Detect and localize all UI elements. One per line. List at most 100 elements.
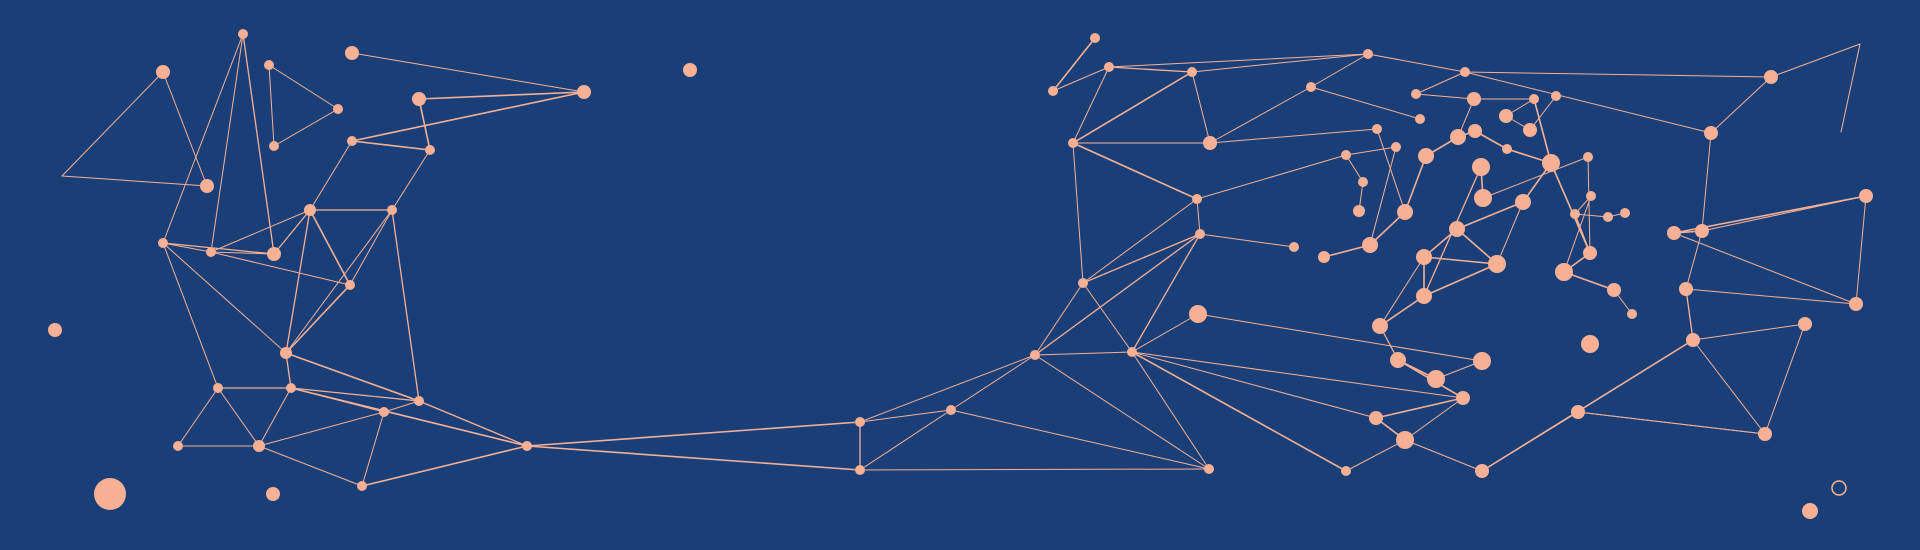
network-node [48,323,62,337]
network-node [304,204,316,216]
network-edge [351,52,585,93]
network-edge [1196,154,1347,200]
network-node [269,141,279,151]
ring-node [1831,480,1847,496]
network-edge [285,284,351,354]
network-edge [1345,154,1364,183]
network-node [1391,142,1401,152]
network-edge [290,387,420,402]
network-node [1456,391,1470,405]
network-edge [1082,198,1198,284]
network-node [1583,152,1593,162]
network-node [1306,82,1316,92]
network-node [1607,283,1621,297]
network-node [1449,221,1465,237]
network-edge [1423,263,1498,297]
network-node [1499,109,1513,123]
network-edge [210,33,244,253]
network-node [1318,251,1330,263]
network-edge [859,468,1210,471]
network-edge [1692,323,1806,341]
network-edge [1369,211,1406,246]
network-node [1802,503,1818,519]
network-node [333,104,343,114]
network-node [1411,89,1421,99]
network-node [1474,189,1492,207]
network-node [345,46,359,60]
network-node [414,396,424,406]
network-node [1372,318,1388,334]
network-edge [1701,195,1867,232]
network-edge [1764,323,1806,435]
network-edge [1131,351,1347,472]
network-edge [391,149,431,211]
network-node [1627,309,1637,319]
network-node [1369,411,1383,425]
network-edge [1310,86,1421,120]
network-edge [1131,351,1464,399]
network-node [1603,212,1613,222]
network-edge [162,71,208,187]
network-node [1704,126,1718,140]
network-edge [1404,439,1483,472]
network-edge [1131,313,1199,353]
network-node [425,145,435,155]
network-edge [1685,288,1694,341]
network-edge [1456,201,1524,230]
network-edge [1199,233,1295,248]
network-edge [351,91,585,142]
network-edge [162,242,219,389]
network-edge [1369,146,1397,246]
network-node [173,441,183,451]
network-edge [1533,98,1552,164]
network-node [1523,123,1537,137]
network-edge [1415,93,1475,100]
network-edge [1404,397,1464,441]
network-edge [1482,156,1589,199]
network-node [345,280,355,290]
network-edge [1563,195,1592,273]
network-edge [210,209,311,253]
network-edge [1131,351,1377,419]
network-edge [1131,351,1210,470]
network-node [855,465,865,475]
network-node [522,441,532,451]
network-node [1127,347,1137,357]
network-node [412,92,426,106]
network-node [683,63,697,77]
network-edge [859,409,952,471]
network-node [156,65,170,79]
network-node [1104,62,1114,72]
network-edge [349,209,393,286]
network-node [1450,129,1466,145]
network-node [1341,466,1351,476]
network-edge [258,445,363,487]
network-node [1472,158,1490,176]
network-edge [1685,288,1857,305]
network-edge [1376,128,1406,213]
network-edge [1770,43,1861,78]
network-node [1353,205,1365,217]
network-node [1467,92,1481,106]
network-edge [268,64,275,147]
network-node [1204,464,1214,474]
network-node [1798,317,1812,331]
network-edge [1529,95,1557,131]
network-node [1362,237,1378,253]
network-node [1468,124,1482,138]
network-node [1473,352,1491,370]
network-node [1390,352,1406,368]
network-edge [1209,128,1378,144]
network-edge [61,175,208,187]
network-node [1686,333,1700,347]
network-edge [351,140,431,151]
network-edge [1855,195,1867,305]
network-edge [1404,155,1427,213]
network-edge [1464,71,1772,78]
network-edge [859,409,952,423]
network-edge [1685,230,1703,290]
network-edge [1423,256,1498,265]
network-edge [177,387,219,447]
